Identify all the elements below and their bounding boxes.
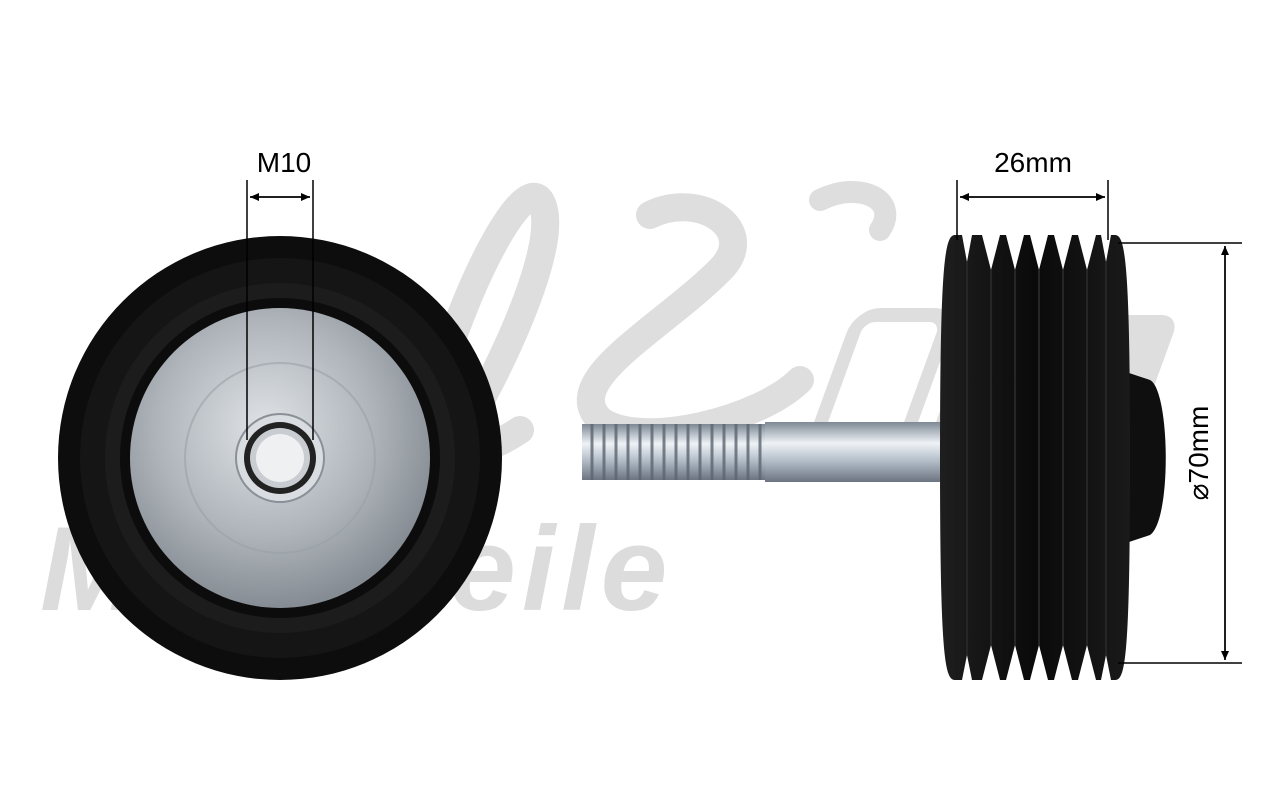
rib-teeth-top xyxy=(962,235,1111,270)
dimension-diameter: ⌀70mm xyxy=(1118,242,1242,664)
bolt xyxy=(582,422,955,482)
pulley-ribbed-body xyxy=(940,235,1130,680)
bolt-hole xyxy=(256,434,304,482)
diameter-label: ⌀70mm xyxy=(1183,406,1214,501)
dimension-thread: M10 xyxy=(246,147,314,440)
width-label: 26mm xyxy=(994,147,1072,178)
rib-teeth-bottom xyxy=(962,645,1111,680)
pulley-front-view xyxy=(58,236,502,680)
thread-size-label: M10 xyxy=(257,147,311,178)
pulley-side-view xyxy=(582,235,1166,680)
rib-grooves xyxy=(966,262,1107,655)
dimension-width: 26mm xyxy=(956,147,1109,240)
